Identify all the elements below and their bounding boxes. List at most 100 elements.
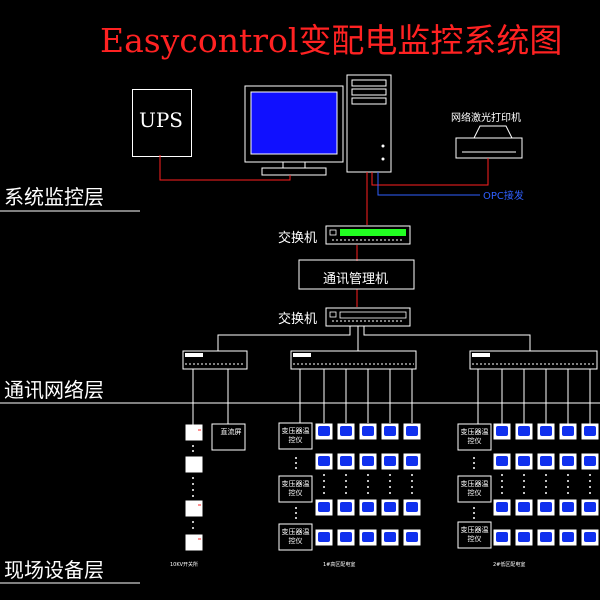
meter-g3-c1-r2 [515,499,533,516]
meter-g3-c2-r3 [537,529,555,546]
network-switch-3 [469,350,598,370]
printer-label: 网络激光打印机 [451,113,521,124]
dot [323,474,325,476]
meter-g2-c3-r3 [381,529,399,546]
dot [389,474,391,476]
dot [389,486,391,488]
dot [589,486,591,488]
meter-g2-c2-r3 [359,529,377,546]
layer-label-network: 通讯网络层 [4,378,104,402]
meter-g2-c1-r1 [337,453,355,470]
tc-label-g2-1: 变压器温控仪 [281,427,310,444]
dot [323,492,325,494]
dot [567,480,569,482]
meter-g3-c4-r2 [581,499,599,516]
dot [523,486,525,488]
meter-g3-c3-r2 [559,499,577,516]
meter-g3-c3-r0 [559,423,577,440]
dot [323,480,325,482]
dc-screen-label: 直流屏 [220,428,242,436]
dot [345,492,347,494]
group1-devices [185,424,203,551]
group2-label: 1#高区配电室 [323,562,356,568]
meter-g2-c1-r2 [337,499,355,516]
meter-g3-c4-r3 [581,529,599,546]
dot [567,474,569,476]
meter-g2-c2-r1 [359,453,377,470]
dot [589,492,591,494]
meter-g2-c0-r0 [315,423,333,440]
meter-g3-c1-r0 [515,423,533,440]
meter-g3-c3-r3 [559,529,577,546]
network-switch-1 [182,350,248,370]
opc-link [377,172,480,196]
dot [411,486,413,488]
meter-g2-c4-r3 [403,529,421,546]
dot [389,492,391,494]
dot [545,492,547,494]
group2-controllers [278,422,313,551]
dot [323,486,325,488]
dot [501,474,503,476]
switch-mid-label: 交换机 [278,312,318,327]
meter-g3-c0-r1 [493,453,511,470]
dot [501,480,503,482]
group3-controllers [457,423,492,549]
dot [345,480,347,482]
meter-g3-c2-r0 [537,423,555,440]
tc-label-g3-1: 变压器温控仪 [460,428,489,445]
dot [411,492,413,494]
dot [523,492,525,494]
tc-label-g2-2: 变压器温控仪 [281,480,310,497]
meter-g2-c4-r1 [403,453,421,470]
meter-g2-c0-r3 [315,529,333,546]
diagram-title: Easycontrol变配电监控系统图 [100,21,563,60]
dot [411,480,413,482]
meter-array [315,423,599,546]
network-switch-2 [290,350,417,370]
dot [345,474,347,476]
meter-g3-c1-r1 [515,453,533,470]
switch-top-icon [325,225,411,245]
meter-g3-c2-r1 [537,453,555,470]
dot [411,474,413,476]
meter-g2-c4-r2 [403,499,421,516]
meter-g2-c2-r2 [359,499,377,516]
opc-label: OPC接发 [483,191,524,202]
meter-g2-c0-r2 [315,499,333,516]
meter-g2-c4-r0 [403,423,421,440]
dot [523,474,525,476]
layer-label-monitor: 系统监控层 [4,185,104,209]
meter-g2-c1-r3 [337,529,355,546]
meter-g3-c0-r0 [493,423,511,440]
dot [567,486,569,488]
meter-g3-c4-r1 [581,453,599,470]
printer-icon [455,125,523,159]
dot [367,474,369,476]
dc-screen-box [211,423,246,451]
meter-g3-c0-r3 [493,529,511,546]
meter-g2-c1-r0 [337,423,355,440]
meter-g2-c3-r1 [381,453,399,470]
tc-label-g3-3: 变压器温控仪 [460,526,489,543]
dot [367,492,369,494]
dot [523,480,525,482]
meter-g2-c3-r0 [381,423,399,440]
meter-g3-c3-r1 [559,453,577,470]
dot [567,492,569,494]
meter-g3-c0-r2 [493,499,511,516]
dot [545,480,547,482]
meter-g2-c3-r2 [381,499,399,516]
group1-label: 10KV开关所 [170,562,199,568]
dot [367,480,369,482]
meter-g3-c4-r0 [581,423,599,440]
pc-tower-icon [346,74,392,173]
meter-g3-c1-r3 [515,529,533,546]
dot [501,492,503,494]
dot [589,474,591,476]
dot [589,480,591,482]
dot [545,486,547,488]
meter-g2-c0-r1 [315,453,333,470]
